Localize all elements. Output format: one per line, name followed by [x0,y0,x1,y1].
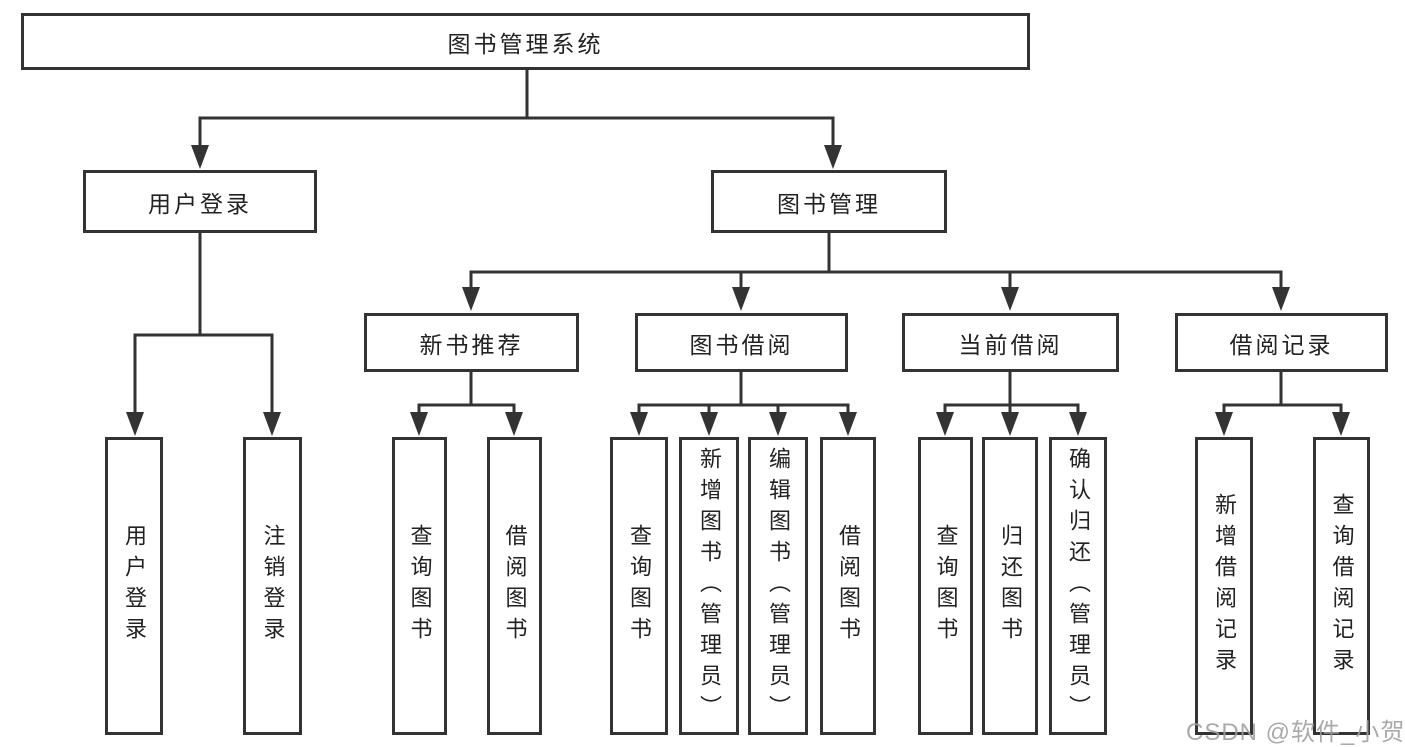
leaf-query-books-recommend: 查询图书 [392,437,447,735]
node-new-book-recommendation: 新书推荐 [364,313,579,372]
node-current-borrowing: 当前借阅 [902,313,1119,372]
leaf-borrow-books: 借阅图书 [820,437,876,735]
leaf-borrow-books-recommend: 借阅图书 [487,437,542,735]
leaf-return-books: 归还图书 [982,437,1038,735]
leaf-query-books-current: 查询图书 [918,437,973,735]
arrowheads [126,145,1350,436]
leaf-query-books-borrowing: 查询图书 [610,437,668,735]
leaf-add-books-admin: 新增图书（管理员） [679,437,739,735]
leaf-query-borrow-record: 查询借阅记录 [1313,437,1370,735]
node-book-management-module: 图书管理 [711,170,947,233]
node-user-login-module: 用户登录 [83,170,317,233]
node-library-management-system: 图书管理系统 [21,13,1030,70]
leaf-confirm-return-admin: 确认归还（管理员） [1049,437,1107,735]
csdn-watermark: CSDN @软件_小贺同学 [1186,719,1405,746]
leaf-logout: 注销登录 [243,437,302,735]
leaf-edit-books-admin: 编辑图书（管理员） [748,437,808,735]
node-book-borrowing: 图书借阅 [635,313,848,372]
leaf-add-borrow-record: 新增借阅记录 [1195,437,1253,735]
node-borrowing-records: 借阅记录 [1175,313,1388,372]
leaf-user-login: 用户登录 [105,437,163,735]
